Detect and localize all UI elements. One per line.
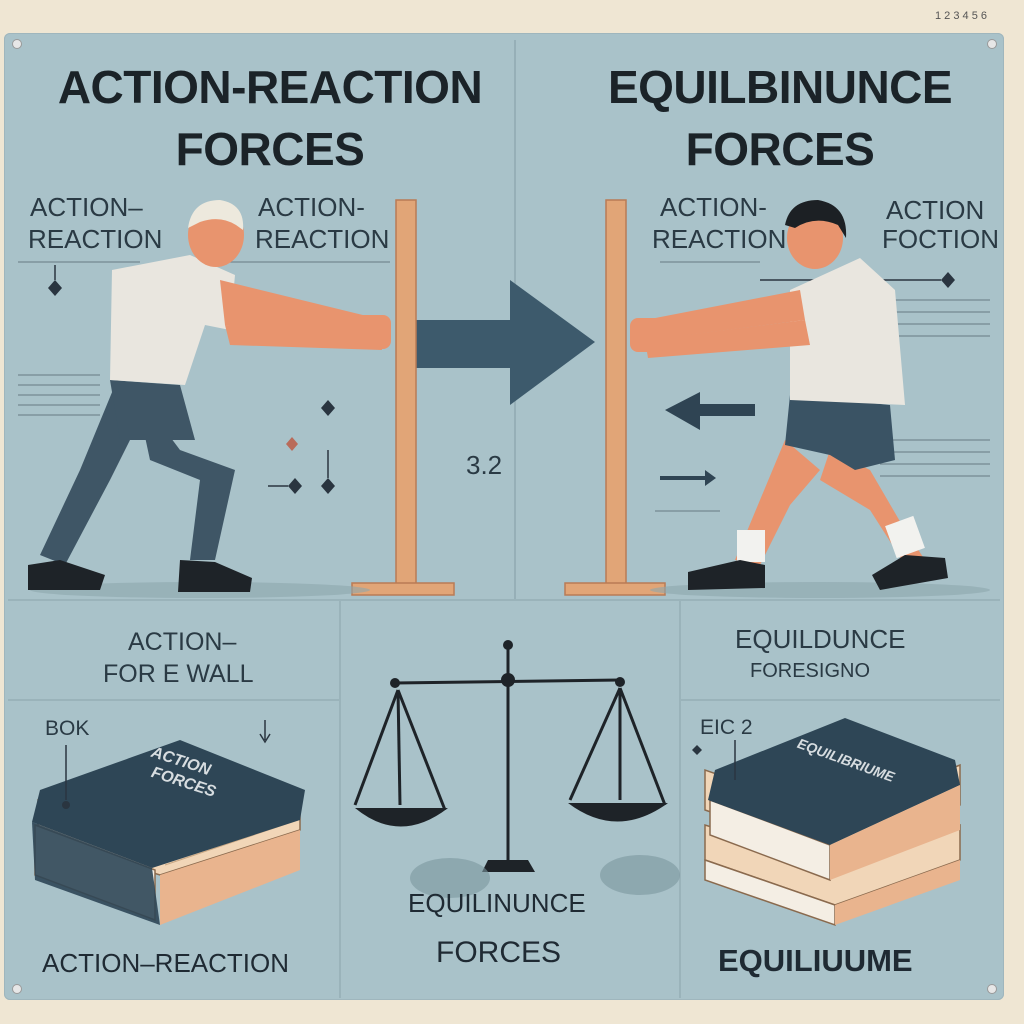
right-title-line1: EQUILBINUNCE xyxy=(607,61,953,113)
center-number: 3.2 xyxy=(466,450,503,480)
right-post xyxy=(564,199,666,596)
diamond-markers xyxy=(48,272,955,494)
right-label-b-line1: ACTION xyxy=(886,195,985,225)
balance-scale xyxy=(353,645,667,860)
small-arrow-left xyxy=(665,392,755,430)
pin-bottom-right xyxy=(988,985,996,993)
bottom-center-caption-line1: EQUILINUNCE xyxy=(408,888,586,918)
right-person xyxy=(630,200,948,590)
pin-top-right xyxy=(988,40,996,48)
bottom-left-caption-line2: FOR E WALL xyxy=(103,660,254,688)
bottom-right-caption-line2: FORESIGNO xyxy=(750,660,871,682)
left-label-a-line1: ACTION– xyxy=(30,192,143,222)
bottom-right-footer: EQUILIUUME xyxy=(718,943,913,978)
left-label-b-line2: REACTION xyxy=(255,224,390,254)
tiny-arrow-right xyxy=(660,470,716,486)
bottom-left-footer: ACTION–REACTION xyxy=(42,948,290,978)
left-book xyxy=(32,740,305,925)
left-label-b-line1: ACTION- xyxy=(258,192,365,222)
right-label-a-line2: REACTION xyxy=(652,224,787,254)
big-arrow-right xyxy=(410,280,595,405)
right-label-b-line2: FOCTION xyxy=(882,224,999,254)
pin-bottom-left xyxy=(13,985,21,993)
right-label-a-line1: ACTION- xyxy=(660,192,767,222)
pin-top-left xyxy=(13,40,21,48)
right-books xyxy=(704,718,961,927)
left-person xyxy=(28,200,391,592)
left-post xyxy=(351,199,455,596)
left-title-line1: ACTION-REACTION xyxy=(57,61,483,113)
bottom-left-caption-line1: ACTION– xyxy=(128,628,237,656)
bottom-center-caption-line2: FORCES xyxy=(436,936,562,969)
left-title-line2: FORCES xyxy=(175,123,365,175)
corner-mark: 1 2 3 4 5 6 xyxy=(935,10,987,22)
bottom-left-tag: BOK xyxy=(45,717,90,740)
right-title-line2: FORCES xyxy=(685,123,875,175)
motion-lines-left xyxy=(18,261,390,416)
left-label-a-line2: REACTION xyxy=(28,224,163,254)
bottom-right-caption-line1: EQUILDUNCE xyxy=(735,624,906,654)
bottom-right-tag: EIC 2 xyxy=(700,716,753,739)
